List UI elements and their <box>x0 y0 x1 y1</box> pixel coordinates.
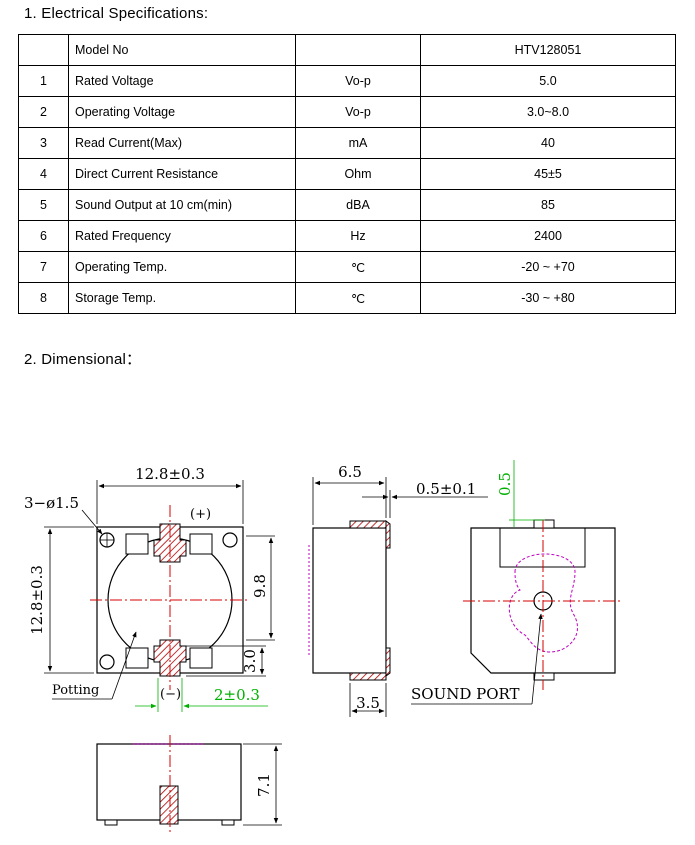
terminal-negative <box>153 639 187 677</box>
side-view-pad-dim: 3.5 <box>356 694 380 712</box>
mounting-hole-bottom-left <box>99 654 115 670</box>
row-item: Direct Current Resistance <box>68 158 296 190</box>
row-item: Storage Temp. <box>68 282 296 314</box>
top-view-height-dim: 12.8±0.3 <box>28 565 46 635</box>
terminal-positive <box>153 523 187 563</box>
sound-port-label: SOUND PORT <box>411 685 520 703</box>
pad-dim: 3.0 <box>241 649 259 673</box>
row-number: 6 <box>18 220 69 252</box>
side-view-bottom-pad <box>349 672 387 681</box>
back-view: 0.5 SOUND PORT <box>411 460 622 705</box>
row-unit: ℃ <box>295 251 421 283</box>
row-value: 45±5 <box>420 158 676 190</box>
side-view-top-pad <box>349 520 387 529</box>
holes-label: 3−ø1.5 <box>24 494 79 512</box>
inner-dim: 9.8 <box>251 574 269 598</box>
side-view-width-dim: 6.5 <box>338 463 362 481</box>
side-view-thickness-dim: 0.5±0.1 <box>416 480 476 498</box>
back-view-offset-dim: 0.5 <box>496 472 514 496</box>
row-value: 85 <box>420 189 676 221</box>
table-header-row: Model No HTV128051 <box>18 34 676 66</box>
row-item: Read Current(Max) <box>68 127 296 159</box>
row-item: Rated Voltage <box>68 65 296 97</box>
row-number: 4 <box>18 158 69 190</box>
row-unit: Ohm <box>295 158 421 190</box>
negative-label: (−) <box>160 687 181 702</box>
section-title-electrical: 1. Electrical Specifications: <box>24 5 209 22</box>
row-number: 8 <box>18 282 69 314</box>
top-view-width-dim: 12.8±0.3 <box>135 465 205 483</box>
positive-label: (+) <box>190 507 211 522</box>
row-number: 7 <box>18 251 69 283</box>
side-view: 6.5 0.5±0.1 3.5 <box>308 463 488 717</box>
row-value: 5.0 <box>420 65 676 97</box>
bottom-view-height-dim: 7.1 <box>255 773 273 797</box>
side-view-outline <box>312 527 387 674</box>
row-item: Sound Output at 10 cm(min) <box>68 189 296 221</box>
row-item: Operating Temp. <box>68 251 296 283</box>
bottom-view-terminal <box>159 785 179 825</box>
row-value: -30 ~ +80 <box>420 282 676 314</box>
mounting-hole-top-right <box>222 532 238 548</box>
row-value: 40 <box>420 127 676 159</box>
row-value: 3.0~8.0 <box>420 96 676 128</box>
header-model-label: Model No <box>68 34 296 66</box>
section-title-dimensional: 2. Dimensional： <box>24 351 142 368</box>
header-model-value: HTV128051 <box>420 34 676 66</box>
row-value: -20 ~ +70 <box>420 251 676 283</box>
header-no <box>18 34 69 66</box>
row-unit: Vo-p <box>295 96 421 128</box>
potting-label: Potting <box>52 683 99 698</box>
top-view: 12.8±0.3 12.8±0.3 3−ø1.5 (+) (−) 9.8 3.0… <box>24 465 275 712</box>
pitch-dim: 2±0.3 <box>214 686 260 704</box>
bottom-view: 7.1 <box>96 735 282 832</box>
row-unit: ℃ <box>295 282 421 314</box>
row-unit: Vo-p <box>295 65 421 97</box>
sound-chamber-outline <box>508 553 578 653</box>
row-unit: dBA <box>295 189 421 221</box>
